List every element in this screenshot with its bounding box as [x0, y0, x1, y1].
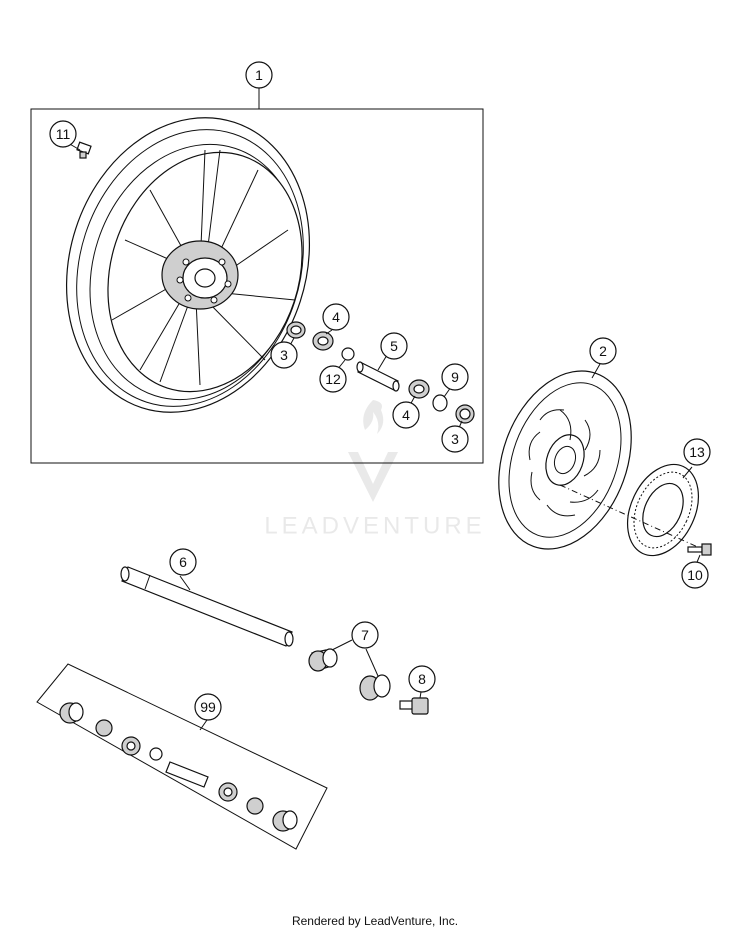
callout-5: 5 — [380, 332, 408, 360]
callout-1: 1 — [245, 61, 273, 89]
spacer-part-7-lower[interactable] — [359, 674, 391, 701]
seal-ring-part-12[interactable] — [341, 347, 355, 361]
callout-3-left: 3 — [270, 341, 298, 369]
callout-11-label: 11 — [56, 126, 71, 142]
callout-10: 10 — [681, 561, 709, 589]
callout-4-right: 4 — [392, 401, 420, 429]
distance-sleeve-part-5[interactable] — [356, 361, 400, 392]
callout-5-label: 5 — [390, 338, 398, 354]
circlip-part-9[interactable] — [432, 394, 448, 412]
bolt-part-8[interactable] — [399, 697, 429, 715]
callout-4-left-label: 4 — [332, 309, 340, 325]
callout-2-label: 2 — [599, 343, 607, 359]
callout-1-label: 1 — [255, 67, 263, 83]
repair-kit-part-99[interactable] — [59, 702, 298, 832]
wheel-rim[interactable] — [29, 86, 346, 444]
callout-12-label: 12 — [325, 371, 341, 387]
leadventure-watermark-logo: LEADVENTURE — [264, 400, 485, 540]
callout-4-left: 4 — [322, 303, 350, 331]
callout-4-right-label: 4 — [402, 407, 410, 423]
spacer-part-7-upper[interactable] — [308, 648, 338, 672]
brake-disc-part-2[interactable] — [475, 352, 654, 567]
wheel-assembly-frame — [30, 108, 484, 464]
callout-9-label: 9 — [451, 369, 459, 385]
bearing-part-4-left[interactable] — [312, 331, 334, 351]
callout-13: 13 — [683, 438, 711, 466]
callout-8-label: 8 — [418, 671, 426, 687]
valve-stem-part-11[interactable] — [76, 141, 92, 159]
spacer-part-3-right[interactable] — [455, 404, 475, 424]
callout-11: 11 — [49, 120, 77, 148]
spacer-part-3-left[interactable] — [286, 321, 306, 339]
callout-3-right-label: 3 — [451, 431, 459, 447]
repair-kit-frame — [36, 663, 328, 850]
callout-99-label: 99 — [200, 699, 216, 715]
bearing-part-4-right[interactable] — [408, 379, 430, 399]
watermark-text: LEADVENTURE — [264, 513, 485, 540]
callout-8: 8 — [408, 665, 436, 693]
callout-2: 2 — [589, 337, 617, 365]
screw-part-10[interactable] — [687, 543, 712, 556]
callout-3-left-label: 3 — [280, 347, 288, 363]
callout-9: 9 — [441, 363, 469, 391]
callout-7: 7 — [351, 621, 379, 649]
callout-99: 99 — [194, 693, 222, 721]
callout-6-label: 6 — [179, 554, 187, 570]
callout-10-label: 10 — [687, 567, 703, 583]
callout-7-label: 7 — [361, 627, 369, 643]
footer-credit: Rendered by LeadVenture, Inc. — [291, 914, 459, 928]
axle-part-6[interactable] — [120, 566, 294, 647]
callout-12: 12 — [319, 365, 347, 393]
callout-3-right: 3 — [441, 425, 469, 453]
sensor-ring-part-13[interactable] — [614, 453, 713, 567]
callout-6: 6 — [169, 548, 197, 576]
callout-13-label: 13 — [689, 444, 705, 460]
